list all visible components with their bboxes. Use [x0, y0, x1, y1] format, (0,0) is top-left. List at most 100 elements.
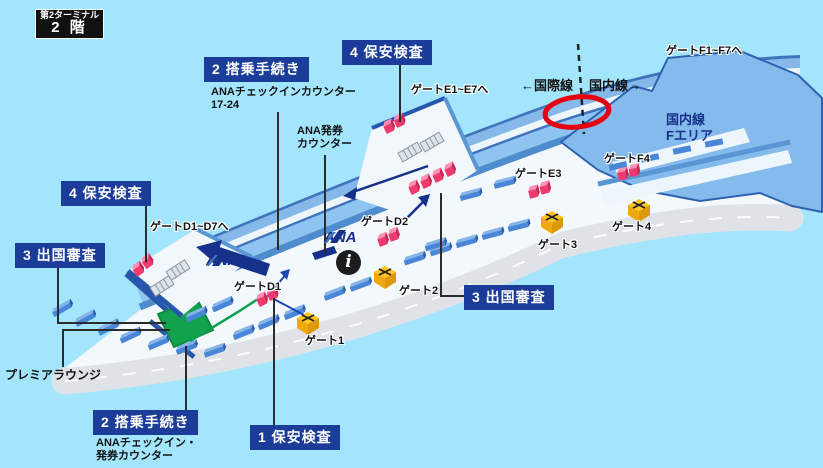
escalator-marker: [419, 131, 445, 153]
escalator-step: [402, 149, 409, 160]
seat-block: [672, 145, 692, 155]
seat-face: [52, 298, 71, 313]
seat-face: [455, 234, 477, 244]
seat-face: [276, 313, 280, 323]
seat-face: [232, 327, 254, 341]
seat-face: [119, 330, 141, 344]
terminal-name: 第2ターミナル: [40, 10, 100, 20]
ana-logo: ANA: [206, 252, 239, 269]
gate-e3-label: ゲートE3: [515, 168, 562, 180]
seat-face: [222, 342, 227, 352]
seat-block: [323, 285, 346, 301]
security-gate-marker: [132, 253, 154, 277]
domestic-f-area-label: 国内線 Fエリア: [666, 112, 713, 145]
seat-face: [302, 304, 306, 313]
security-cube-face: [388, 226, 398, 235]
seat-block: [493, 175, 517, 189]
gate-d-pier-label: ゲートD1~D7へ: [150, 221, 229, 233]
escalator-step: [170, 268, 177, 278]
seat-block: [481, 226, 505, 241]
elevator-face: [297, 318, 308, 335]
security-cube-face: [547, 180, 552, 193]
security-gate-marker: [432, 167, 445, 183]
step-immigration-right: 3 出国審査: [464, 285, 554, 310]
highlight-red-circle: [542, 94, 612, 130]
security-cube-face: [528, 184, 538, 192]
seat-face: [493, 179, 515, 189]
security-cube-face: [263, 291, 269, 304]
step-security-top: 4 保安検査: [342, 40, 432, 65]
security-cube-face: [528, 188, 538, 199]
seat-block: [704, 138, 724, 148]
security-cube-face: [148, 253, 154, 265]
step-boarding-top: 2 搭乗手続き: [204, 57, 309, 82]
floor-badge: 第2ターミナル 2 階: [35, 9, 105, 40]
escalator-marker: [165, 259, 191, 281]
seat-block: [232, 324, 255, 341]
security-cube-face: [444, 161, 453, 170]
seat-face: [203, 346, 225, 358]
gate-1-label: ゲート1: [305, 335, 345, 347]
elevator-face: [541, 217, 552, 234]
premier-lounge-label: プレミアラウンジ: [5, 368, 102, 382]
seat-face: [443, 236, 448, 246]
elevator-marker: [628, 199, 650, 222]
security-cube-face: [420, 173, 429, 182]
elevator-face: [639, 205, 650, 222]
escalator-step: [179, 262, 186, 272]
security-cube-face: [427, 173, 433, 186]
escalator-step: [433, 134, 440, 145]
security-cube-face: [451, 161, 457, 174]
seat-face: [74, 309, 94, 323]
security-cube-face: [432, 167, 441, 176]
seat-block: [608, 161, 628, 171]
domestic-f-area-line2: Fエリア: [666, 128, 713, 144]
security-cube-face: [628, 167, 639, 178]
seat-face: [349, 280, 371, 292]
security-cube-face: [256, 291, 265, 300]
security-cube-face: [141, 258, 154, 270]
pier-d-edge: [195, 227, 253, 259]
elevator-marker: [374, 266, 396, 289]
seat-face: [97, 318, 118, 332]
security-cube-face: [535, 184, 540, 197]
immigration-gate-row: [408, 161, 457, 195]
security-cube-face: [432, 172, 444, 183]
seat-face: [69, 298, 74, 308]
ana-logo: ANA: [324, 229, 357, 246]
seat-face: [251, 324, 255, 333]
seat-block: [455, 234, 479, 249]
security-gate-marker: [256, 285, 279, 307]
security-cube-face: [377, 231, 387, 240]
seat-face: [185, 305, 206, 318]
seat-face: [481, 229, 503, 241]
connector-immigration-right: [440, 193, 464, 297]
security-cube-face: [636, 163, 641, 176]
seat-face: [459, 190, 481, 202]
seat-face: [459, 187, 482, 197]
security-gate-marker: [408, 179, 421, 195]
elevator-face: [301, 314, 315, 322]
seat-face: [147, 333, 168, 346]
security-cube-face: [439, 167, 445, 180]
pier-e-wall: [443, 97, 480, 171]
security-cube-face: [628, 163, 639, 170]
ana-logo-mark-icon: [206, 253, 228, 266]
gate-f4-label: ゲートF4: [604, 153, 650, 165]
elevator-face: [378, 268, 392, 276]
flow-arrowhead: [343, 187, 357, 200]
security-cube-face: [415, 179, 421, 192]
elevator-marker: [297, 312, 319, 335]
route-line-green: [189, 295, 262, 343]
hall-wall: [124, 272, 172, 315]
seat-face: [507, 222, 529, 232]
escalator-step: [163, 278, 170, 288]
checkin-counter-note: ANAチェックインカウンター: [211, 86, 356, 98]
seat-face: [422, 250, 427, 260]
seat-face: [672, 145, 692, 155]
seat-face: [403, 250, 425, 261]
seat-face: [640, 153, 660, 163]
f-area-stripe: [597, 139, 791, 187]
